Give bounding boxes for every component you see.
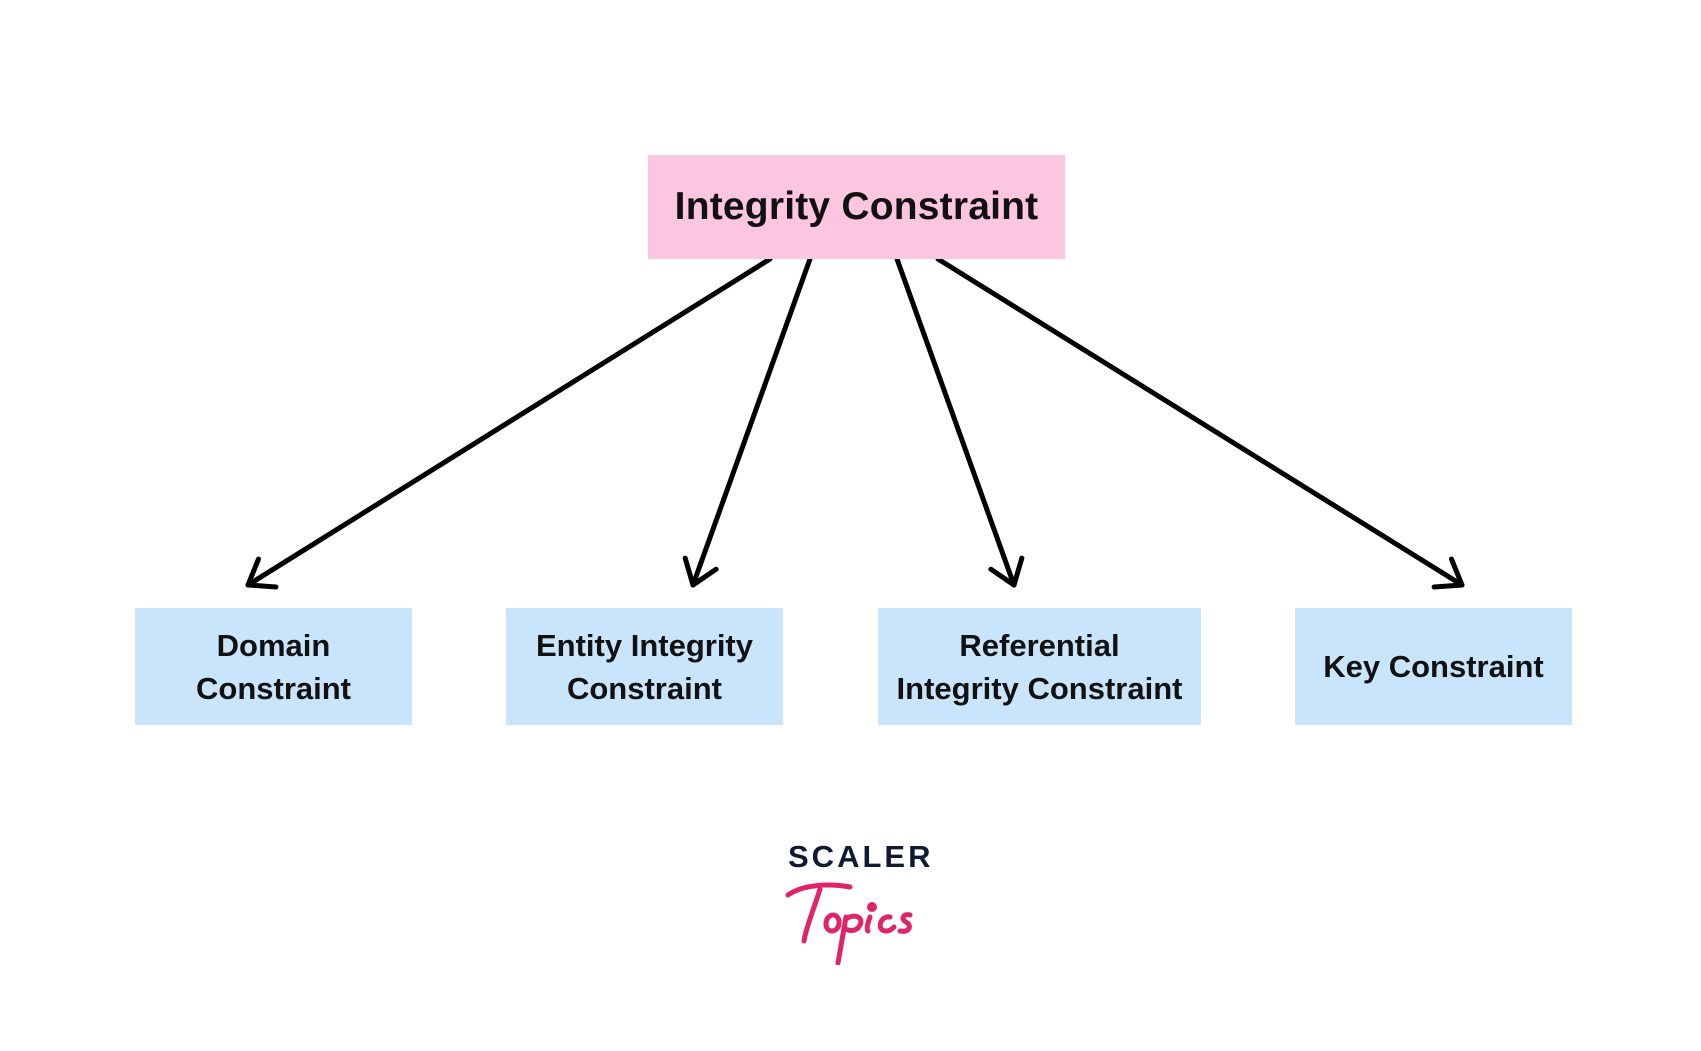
child-node-label-line: Referential bbox=[959, 627, 1120, 663]
root-node-label: Integrity Constraint bbox=[674, 185, 1039, 228]
arrow-connector bbox=[894, 256, 1025, 588]
arrow-connector bbox=[682, 256, 813, 588]
arrowhead bbox=[245, 556, 279, 590]
child-node-label-line: Domain bbox=[216, 627, 331, 663]
child-node-label-line: Key Constraint bbox=[1323, 649, 1544, 684]
scaler-topics-logo: SCALER bbox=[780, 835, 940, 965]
arrowhead bbox=[988, 555, 1025, 588]
arrowhead bbox=[682, 555, 719, 588]
child-node-label-line: Integrity Constraint bbox=[896, 670, 1183, 706]
logo-wordmark: SCALER bbox=[788, 839, 934, 874]
arrow-connector bbox=[245, 256, 773, 590]
child-node-label-line: Entity Integrity bbox=[535, 627, 753, 663]
edges-layer bbox=[245, 256, 1465, 590]
child-node-referential-integrity-constraint: Referential Integrity Constraint bbox=[878, 608, 1201, 725]
child-node-key-constraint: Key Constraint bbox=[1295, 608, 1572, 725]
child-node-label-line: Constraint bbox=[196, 670, 351, 706]
arrow-connector bbox=[935, 256, 1465, 590]
child-node-entity-integrity-constraint: Entity Integrity Constraint bbox=[506, 608, 783, 725]
root-node-integrity-constraint: Integrity Constraint bbox=[648, 155, 1065, 259]
arrowhead bbox=[1431, 556, 1465, 590]
child-node-label-line: Constraint bbox=[566, 670, 722, 706]
child-node-domain-constraint: Domain Constraint bbox=[135, 608, 412, 725]
logo-script-topics bbox=[785, 882, 913, 965]
